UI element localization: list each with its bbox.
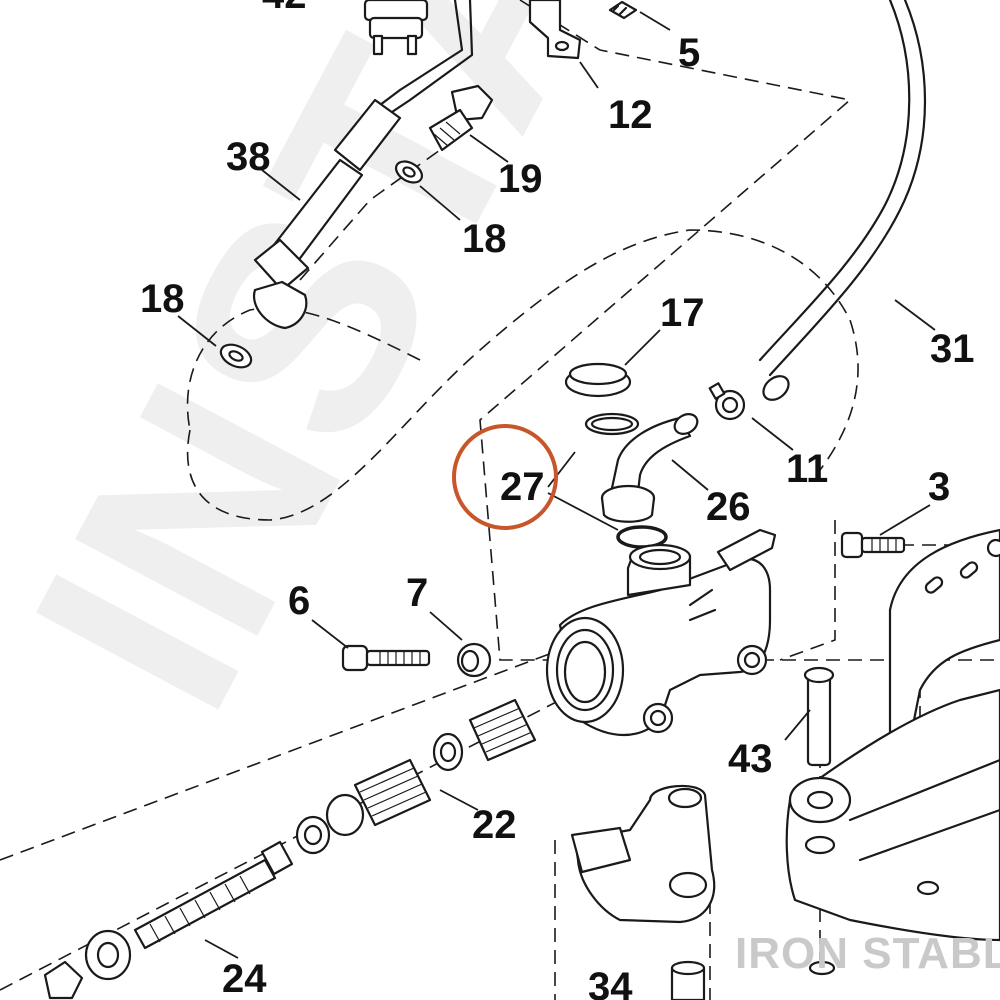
callout-12: 12	[608, 93, 653, 137]
pushrod-24	[43, 840, 294, 1000]
callout-18-upper: 18	[462, 217, 507, 261]
callout-7: 7	[406, 571, 428, 615]
corner-watermark: IRON STABLE	[735, 929, 1000, 978]
callout-19: 19	[498, 157, 543, 201]
brake-line-38	[252, 0, 474, 330]
callout-24: 24	[222, 957, 267, 1000]
retaining-ring	[584, 412, 640, 436]
callout-38: 38	[226, 135, 271, 179]
lever-arm	[570, 784, 716, 924]
callout-43: 43	[728, 737, 773, 781]
callout-18-lower: 18	[140, 277, 185, 321]
washer-lower-right	[808, 960, 836, 976]
highlight-circle	[452, 424, 558, 530]
fitting-part-5	[608, 0, 638, 20]
washer-7	[456, 642, 492, 678]
reservoir-cap-17	[564, 362, 632, 398]
elbow-fitting-26	[600, 413, 699, 523]
callout-31: 31	[930, 327, 975, 371]
piston-assembly-22	[295, 698, 537, 855]
bracket-part-12	[528, 0, 582, 60]
callout-42: 42	[262, 0, 307, 17]
leader-lines	[177, 11, 936, 959]
callout-11: 11	[786, 447, 828, 491]
washer-18-upper	[394, 160, 424, 184]
callout-22: 22	[472, 803, 517, 847]
bolt-6	[341, 644, 431, 672]
master-cylinder-body	[545, 528, 777, 737]
bolt-3	[840, 531, 906, 559]
hose-31	[758, 0, 927, 401]
callout-3: 3	[928, 465, 950, 509]
bushing-34	[670, 960, 706, 1000]
clevis-pin-43	[803, 666, 835, 767]
callout-labels: 42 5 12 38 19 18 18 17 31 11 27 26 3 6 7…	[140, 0, 975, 1000]
pedal-bracket	[785, 528, 1000, 942]
hose-clamp-11	[708, 382, 746, 421]
callout-5: 5	[678, 31, 700, 75]
callout-6: 6	[288, 579, 310, 623]
banjo-bolt-19	[428, 84, 494, 152]
callout-17: 17	[660, 291, 705, 335]
callout-27: 27	[500, 465, 545, 509]
washer-18-lower	[219, 343, 253, 369]
callout-26: 26	[706, 485, 751, 529]
callout-34: 34	[588, 965, 633, 1000]
switch-part-42	[363, 0, 429, 56]
